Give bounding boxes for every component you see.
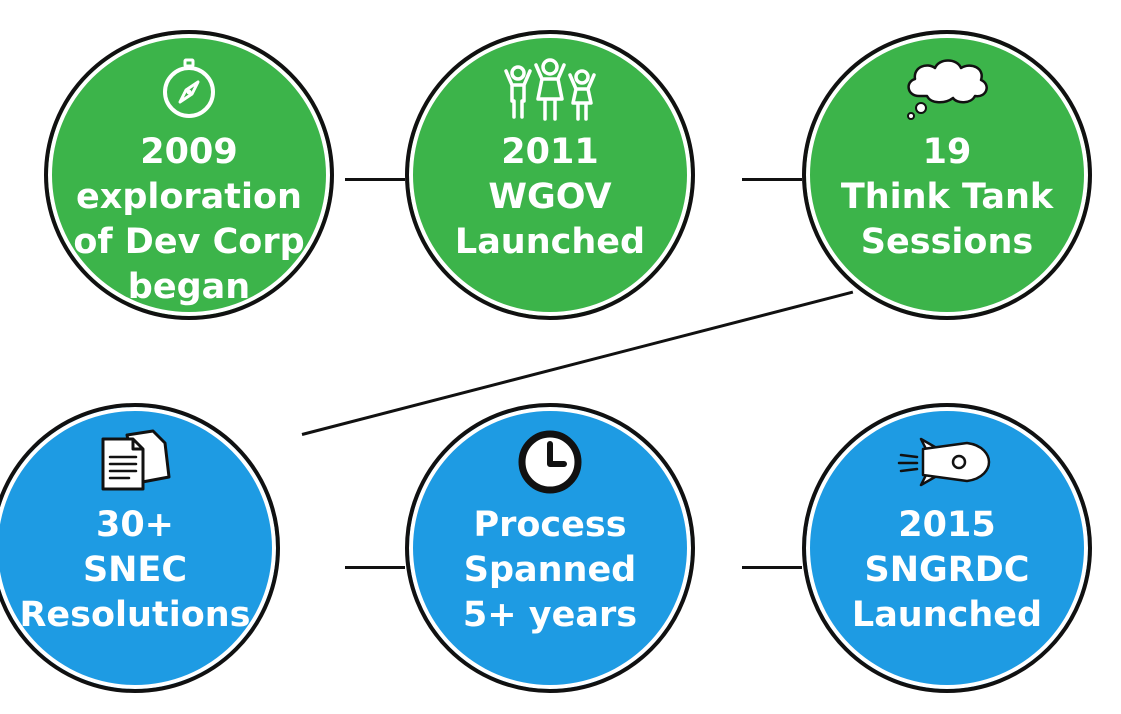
milestone-line: Resolutions	[19, 595, 251, 635]
milestone-line: 2015	[898, 505, 996, 545]
milestone-text: 30+ SNEC Resolutions	[19, 503, 250, 689]
milestone-line: exploration	[76, 177, 302, 217]
connector-2-3	[742, 178, 802, 181]
milestone-line: SNGRDC	[864, 550, 1030, 590]
milestone-line: Process	[473, 505, 627, 545]
people-icon	[500, 56, 600, 122]
milestone-line: 2011	[501, 132, 599, 172]
milestone-circle-think-tank: 19 Think Tank Sessions	[802, 30, 1092, 320]
milestone-circle-wgov: 2011 WGOV Launched	[405, 30, 695, 320]
milestone-line: 30+	[95, 505, 175, 545]
milestone-line: began	[127, 267, 251, 307]
milestone-line: Sessions	[860, 222, 1034, 262]
milestone-line: 5+ years	[462, 595, 638, 635]
milestone-line: Launched	[454, 222, 646, 262]
compass-icon	[139, 56, 239, 122]
milestone-text: 2011 WGOV Launched	[455, 130, 645, 316]
milestone-circle-snec: 30+ SNEC Resolutions	[0, 403, 280, 693]
milestone-line: of Dev Corp	[73, 222, 305, 262]
rocket-icon	[897, 429, 997, 495]
milestone-text: 2015 SNGRDC Launched	[852, 503, 1042, 689]
milestone-circle-process: Process Spanned 5+ years	[405, 403, 695, 693]
milestone-line: Launched	[851, 595, 1043, 635]
connector-4-5	[345, 566, 405, 569]
milestone-line: Think Tank	[840, 177, 1054, 217]
milestone-text: Process Spanned 5+ years	[463, 503, 637, 689]
connector-1-2	[345, 178, 405, 181]
milestone-circle-dev-corp: 2009 exploration of Dev Corp began	[44, 30, 334, 320]
thought-cloud-icon	[897, 56, 997, 122]
milestone-line: Spanned	[463, 550, 637, 590]
milestone-text: 2009 exploration of Dev Corp began	[73, 130, 304, 316]
milestone-line: SNEC	[82, 550, 188, 590]
milestone-line: 2009	[140, 132, 238, 172]
milestone-circle-sngrdc: 2015 SNGRDC Launched	[802, 403, 1092, 693]
connector-5-6	[742, 566, 802, 569]
milestone-line: WGOV	[488, 177, 612, 217]
clock-icon	[500, 429, 600, 495]
milestone-text: 19 Think Tank Sessions	[841, 130, 1053, 316]
milestone-line: 19	[922, 132, 972, 172]
documents-icon	[85, 429, 185, 495]
